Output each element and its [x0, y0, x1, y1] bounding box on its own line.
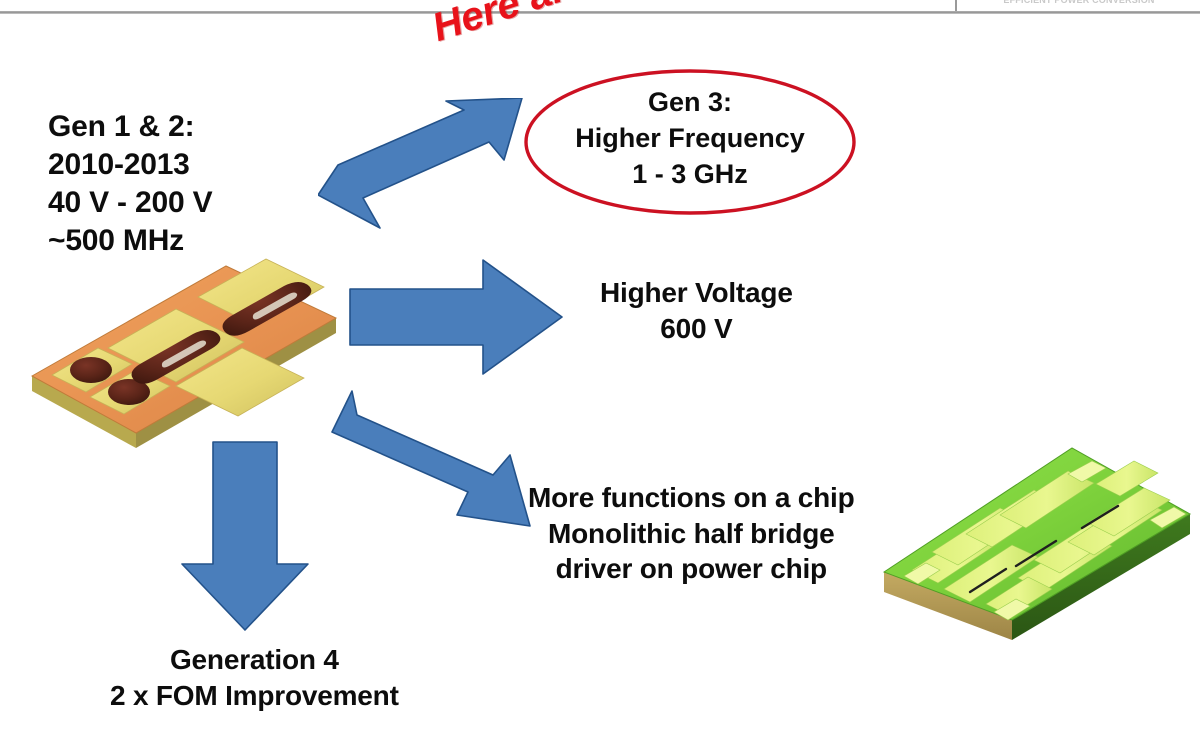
gen3-label: Gen 3: Higher Frequency 1 - 3 GHz: [575, 87, 805, 189]
gen3-ellipse-outline: [524, 69, 856, 215]
here-and-now-banner: Here and Now!: [427, 0, 745, 51]
more-functions-label: More functions on a chip Monolithic half…: [528, 482, 855, 585]
arrow-to-generation4: [180, 440, 310, 632]
arrow-to-more-functions: [330, 388, 538, 532]
logo-tagline: EFFICIENT POWER CONVERSION: [1003, 0, 1155, 5]
header-rule: [0, 11, 1200, 14]
arrow-to-higher-voltage: [348, 258, 564, 376]
header-divider: [955, 0, 957, 11]
arrow-to-gen3: [318, 98, 533, 260]
logo-panel: EFFICIENT POWER CONVERSION: [957, 0, 1200, 11]
monolithic-half-bridge-chip-image: [882, 444, 1192, 640]
gen3-callout: Gen 3: Higher Frequency 1 - 3 GHz: [522, 68, 858, 216]
higher-voltage-label: Higher Voltage 600 V: [600, 277, 793, 344]
gen1-gen2-power-chip-image: [28, 258, 340, 448]
generation4-label: Generation 4 2 x FOM Improvement: [110, 644, 399, 711]
gen1-gen2-label: Gen 1 & 2: 2010-2013 40 V - 200 V ~500 M…: [48, 110, 213, 258]
